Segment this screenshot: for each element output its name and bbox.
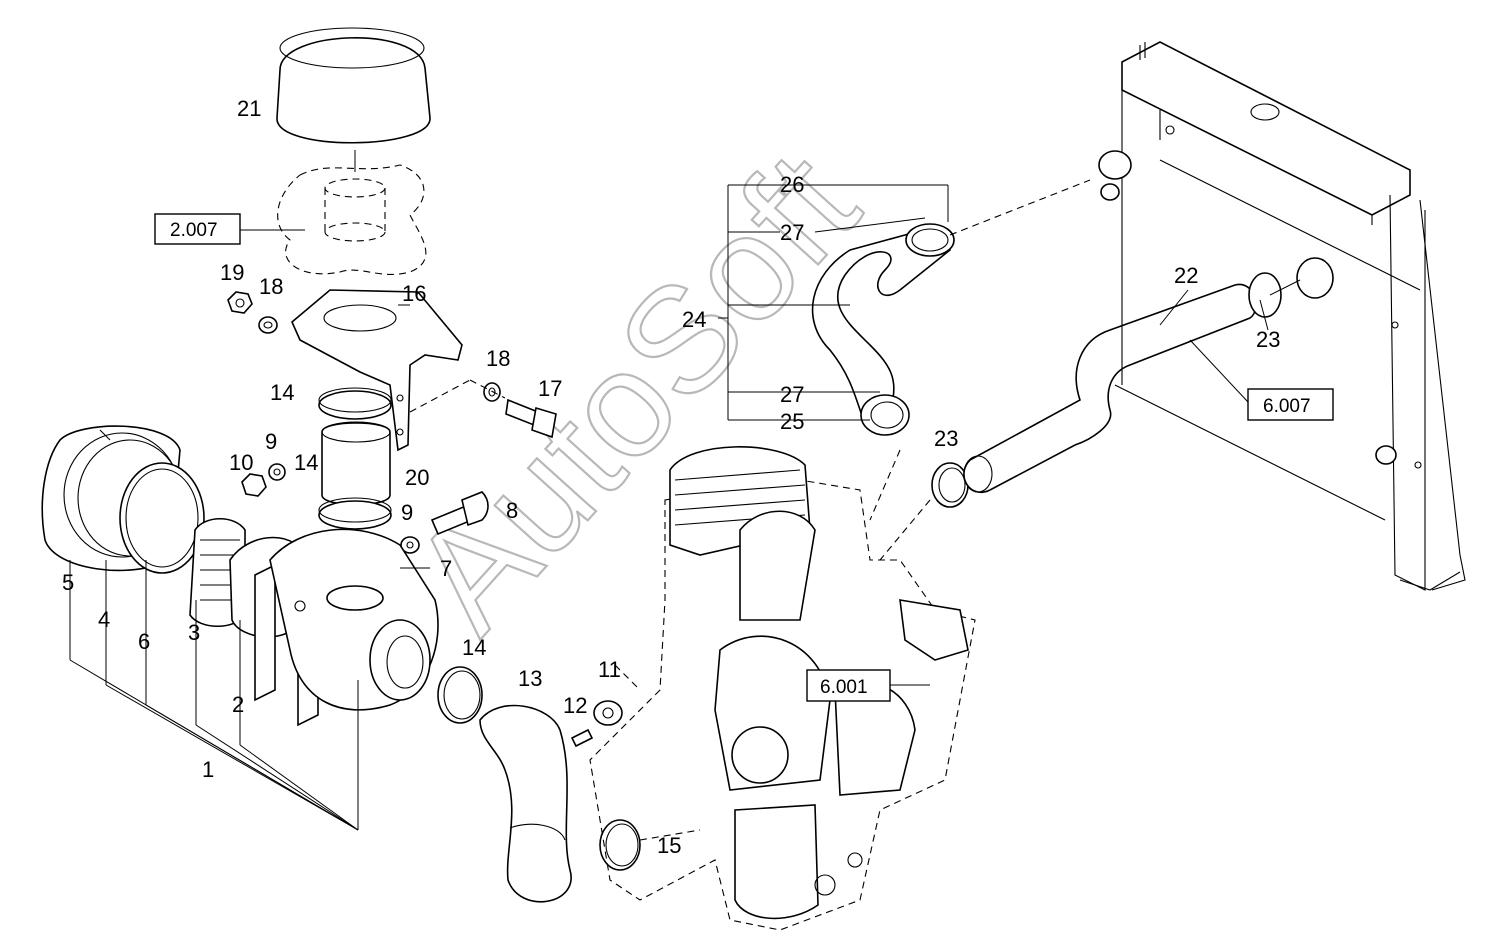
callout-14: 14: [462, 635, 486, 660]
connection-lines: [614, 179, 1301, 841]
callout-6: 6: [138, 629, 150, 654]
callout-7: 7: [440, 556, 452, 581]
reference-box-6001: 6.001: [806, 669, 891, 702]
reference-box-2007: 2.007: [154, 213, 241, 245]
part-hose-connector: [318, 387, 392, 530]
callout-15: 15: [657, 833, 681, 858]
leader-lines: [69, 184, 1269, 831]
part-nut-washer-mid: [241, 463, 286, 497]
part-sensor: [570, 700, 623, 748]
part-bracket: [291, 289, 463, 452]
callout-12: 12: [563, 693, 587, 718]
callout-14: 14: [270, 380, 294, 405]
callout-2: 2: [232, 692, 244, 717]
part-bolt-right: [409, 379, 557, 439]
callout-14: 14: [294, 450, 318, 475]
callout-23: 23: [934, 426, 958, 451]
part-air-filter-housing: [254, 528, 439, 727]
callout-27: 27: [780, 220, 804, 245]
reference-label: 6.001: [820, 677, 868, 698]
callout-23: 23: [1256, 327, 1280, 352]
watermark-text: AutoSoft: [379, 121, 889, 661]
part-end-cover: [41, 425, 205, 574]
callout-20: 20: [405, 465, 429, 490]
engine-reference: [589, 446, 976, 931]
reference-label: 2.007: [170, 220, 218, 241]
callout-18: 18: [259, 274, 283, 299]
callout-27: 27: [780, 382, 804, 407]
part-clamp-23-left: [931, 462, 969, 508]
callout-17: 17: [538, 376, 562, 401]
part-radiator-frame: [1098, 41, 1466, 591]
part-clamp-23-right: [1296, 257, 1334, 299]
part-charge-hose-upper: [811, 223, 955, 436]
callout-25: 25: [780, 409, 804, 434]
part-clamp-15: [599, 819, 641, 871]
callout-8: 8: [506, 498, 518, 523]
callout-10: 10: [229, 450, 253, 475]
callout-11: 11: [598, 657, 621, 682]
dashed-intake-outline: [240, 164, 427, 275]
callout-5: 5: [62, 570, 74, 595]
part-clamp-lower: [437, 666, 483, 724]
callout-18: 18: [486, 346, 510, 371]
part-intake-hose: [479, 704, 572, 903]
callout-13: 13: [518, 666, 542, 691]
callout-1: 1: [202, 757, 214, 782]
reference-box-6007: 6.007: [1247, 388, 1334, 421]
callout-9: 9: [401, 500, 413, 525]
callout-9: 9: [265, 429, 277, 454]
callout-26: 26: [780, 172, 804, 197]
part-rain-cap: [276, 27, 431, 172]
callout-4: 4: [98, 607, 110, 632]
callout-21: 21: [237, 96, 261, 121]
part-nut-washer-left: [227, 291, 278, 334]
part-bolt-mid: [400, 491, 489, 554]
part-charge-pipe: [963, 272, 1282, 493]
callout-3: 3: [188, 620, 200, 645]
callout-19: 19: [220, 260, 244, 285]
callout-22: 22: [1174, 263, 1198, 288]
reference-label: 6.007: [1263, 396, 1311, 417]
callout-24: 24: [682, 307, 706, 332]
watermark: AutoSoft: [378, 120, 890, 662]
callout-16: 16: [402, 281, 426, 306]
callout-labels: 21 19 18 16 18 17 14 9 10 14 20 9 8 7 5 …: [62, 96, 1280, 858]
